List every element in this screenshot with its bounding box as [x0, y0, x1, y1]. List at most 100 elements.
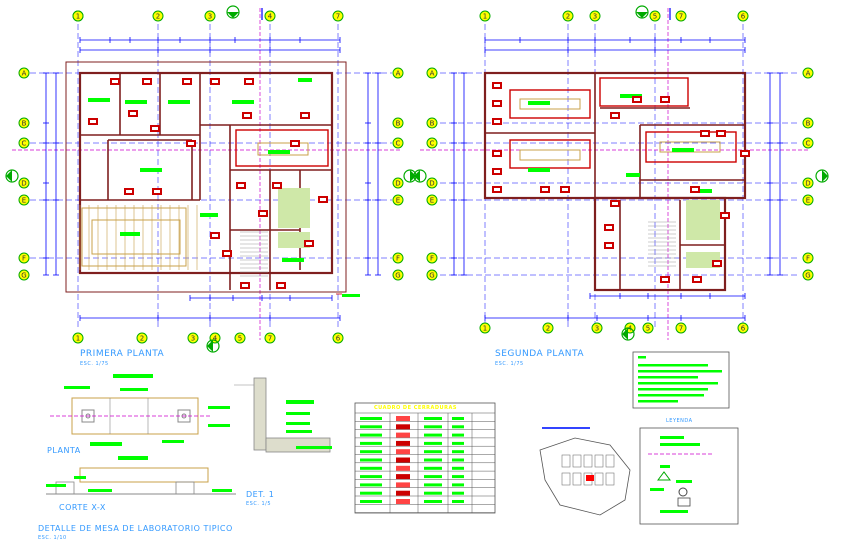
- exterior-wall: [593, 196, 727, 292]
- schedule-lock-symbol: [396, 490, 410, 496]
- grid-bubble: [234, 332, 246, 344]
- door-tag-inner: [90, 120, 96, 123]
- grid-bubble: [802, 177, 814, 189]
- door-tag: [700, 130, 710, 137]
- callout-tag: [74, 476, 86, 479]
- table-detail-title: DETALLE DE MESA DE LABORATORIO TIPICO: [38, 524, 233, 533]
- door-tag-inner: [612, 202, 618, 205]
- grid-bubble-right: F: [392, 252, 404, 264]
- north-arrow-icon: [226, 5, 240, 19]
- outer-boundary: [65, 61, 347, 293]
- door-tag-inner: [494, 102, 500, 105]
- door-tag: [258, 210, 268, 217]
- door-tag: [604, 224, 614, 231]
- door-tag: [290, 140, 300, 147]
- detail-scale: ESC. 1/5: [246, 501, 272, 507]
- grid-bubble: [589, 10, 601, 22]
- room-tag: [140, 168, 162, 172]
- schedule-cell: [360, 466, 382, 470]
- schedule-cell: [424, 475, 442, 479]
- door-tag-inner: [694, 278, 700, 281]
- entrance-note: [342, 294, 360, 297]
- schedule-cell: [452, 466, 464, 470]
- grid-bubble-label: C: [396, 140, 401, 148]
- map-block: [594, 454, 604, 468]
- door-tag-inner: [542, 188, 548, 191]
- grid-bubble: [426, 137, 438, 149]
- grid-bubble-label: D: [805, 180, 810, 188]
- grid-bubble-right: A: [392, 67, 404, 79]
- schedule-title: CUADRO DE CERRADURAS: [374, 405, 457, 411]
- grid-bubble-bottom: 2: [542, 322, 554, 334]
- grid-bubble-label: G: [805, 272, 810, 280]
- grid-bubble: [18, 137, 30, 149]
- callout-tag: [90, 442, 122, 446]
- grid-bubble: [72, 332, 84, 344]
- schedule-cell: [452, 417, 464, 420]
- door-tag-inner: [320, 198, 326, 201]
- schedule-cell: [424, 425, 442, 429]
- grid-bubble-top: 2: [562, 10, 574, 22]
- door-tag-inner: [302, 114, 308, 117]
- note-line: [638, 364, 708, 367]
- grid-bubble-left: B: [18, 117, 30, 129]
- exterior-wall: [78, 71, 334, 275]
- door-tag-inner: [188, 142, 194, 145]
- grid-bubble: [392, 252, 404, 264]
- room-tag: [268, 150, 290, 154]
- location-map: [539, 427, 631, 516]
- callout-tag: [208, 424, 230, 427]
- note-line: [638, 382, 718, 385]
- note-line: [638, 394, 704, 397]
- north-arrow-head: [636, 12, 648, 18]
- grid-bubble-top: 7: [332, 10, 344, 22]
- grid-bubble-label: E: [806, 197, 810, 205]
- grid-bubble-label: A: [396, 70, 401, 78]
- grid-bubble-left: C: [18, 137, 30, 149]
- door-tag: [692, 276, 702, 283]
- grid-bubble: [737, 10, 749, 22]
- schedule-cell: [424, 441, 442, 445]
- door-tag: [110, 78, 120, 85]
- note-line: [638, 388, 708, 391]
- grid-bubble: [72, 10, 84, 22]
- grid-bubble: [204, 10, 216, 22]
- grid-bubble: [675, 322, 687, 334]
- grid-bubble-top: 4: [264, 10, 276, 22]
- door-tag: [604, 242, 614, 249]
- room-tag: [282, 258, 304, 262]
- room-tag: [692, 189, 712, 193]
- grid-bubble-label: G: [429, 272, 434, 280]
- grid-bubble: [18, 177, 30, 189]
- schedule-cell: [452, 458, 464, 462]
- grid-bubble-left: D: [426, 177, 438, 189]
- grid-bubble: [542, 322, 554, 334]
- grid-bubble-left: G: [426, 269, 438, 281]
- grid-bubble-label: 6: [741, 325, 746, 333]
- detail-title: DET. 1: [246, 490, 275, 499]
- door-tag-inner: [212, 234, 218, 237]
- door-tag-inner: [714, 262, 720, 265]
- plan2-scale: ESC. 1/75: [495, 361, 524, 367]
- plan1-title: PRIMERA PLANTA: [80, 349, 165, 359]
- grid-bubble: [392, 117, 404, 129]
- door-tag: [492, 150, 502, 157]
- legend-frame: [639, 427, 739, 525]
- door-tag: [492, 118, 502, 125]
- grid-bubble: [562, 10, 574, 22]
- grid-bubble-label: C: [806, 140, 811, 148]
- door-tag: [186, 140, 196, 147]
- grid-bubble-left: A: [426, 67, 438, 79]
- grid-bubble-right: D: [392, 177, 404, 189]
- door-tag: [304, 240, 314, 247]
- lab-room-outline: [235, 129, 329, 167]
- notes-box: [632, 351, 730, 409]
- schedule-cell: [452, 483, 464, 487]
- callout-tag: [113, 374, 153, 378]
- door-tag-inner: [494, 188, 500, 191]
- schedule-cell: [452, 500, 464, 503]
- grid-bubble: [18, 194, 30, 206]
- grid-bubble-bottom: 6: [332, 332, 344, 344]
